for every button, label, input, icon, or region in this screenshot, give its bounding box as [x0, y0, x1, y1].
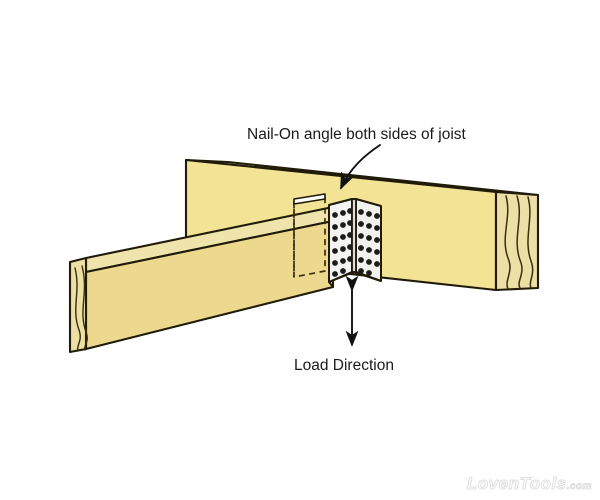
callout-label: Nail-On angle both sides of joist — [247, 126, 467, 143]
angle-bracket — [328, 198, 382, 283]
joist-end-grain-lines — [74, 265, 88, 352]
angle-bracket-nail-holes-right — [358, 209, 380, 276]
hidden-angle-top-notch — [293, 193, 326, 205]
load-direction-label: Load Direction — [294, 357, 394, 374]
header-beam-end-grain-lines — [504, 195, 534, 290]
angle-bracket-fold — [351, 198, 357, 273]
watermark-suffix: .com — [566, 481, 592, 493]
angle-bracket-bottom-edge — [328, 271, 382, 283]
callout-leader-arrow — [340, 144, 381, 190]
joist-beam — [68, 205, 335, 354]
watermark-text: LovenTools — [466, 474, 567, 494]
joist-end-face — [68, 256, 88, 354]
angle-bracket-nail-holes-left — [332, 208, 352, 277]
watermark: LovenTools.com — [466, 474, 592, 494]
angle-bracket-top-hem — [328, 198, 382, 207]
hidden-angle-outline — [293, 196, 326, 278]
joist-bracket-junction-edge — [328, 281, 334, 288]
